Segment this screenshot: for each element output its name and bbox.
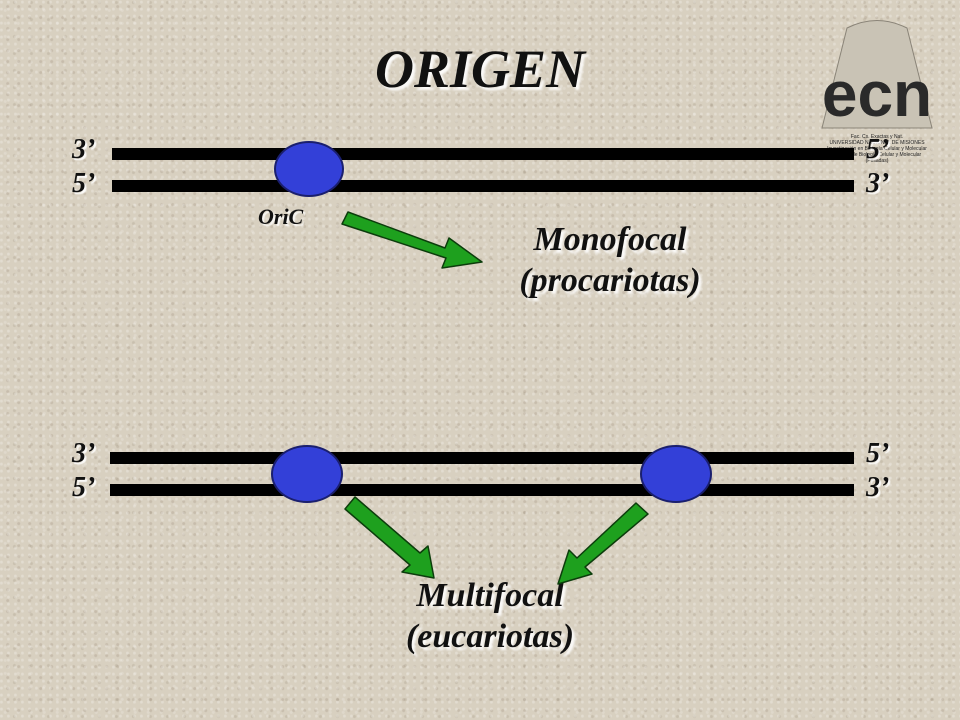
- strand-end-label: 3’: [72, 134, 96, 165]
- caption-line: (procariotas): [519, 261, 701, 299]
- strand-end-label: 5’: [72, 472, 96, 503]
- arrow-icon: [557, 502, 649, 585]
- replication-origin: [640, 445, 712, 503]
- monofocal-caption: Monofocal (procariotas): [480, 220, 740, 302]
- arrow-icon: [341, 211, 483, 269]
- strand-end-label: 3’: [866, 168, 890, 199]
- replication-origin: [274, 141, 344, 197]
- logo-letters: ecn: [822, 58, 932, 130]
- strand-end-label: 5’: [72, 168, 96, 199]
- caption-line: (eucariotas): [405, 617, 575, 655]
- logo-line: Investigación en Biología Celular y Mole…: [827, 146, 927, 152]
- logo-line: Fac. Cs. Exactas y Nat.: [850, 134, 904, 140]
- caption-line: Monofocal: [533, 221, 687, 258]
- multifocal-caption: Multifocal (eucariotas): [370, 576, 610, 658]
- page-title: ORIGEN: [374, 39, 586, 99]
- logo-line: Cátedra de Biología Celular y Molecular: [832, 152, 922, 158]
- logo-line: (Posadas): [865, 158, 889, 164]
- caption-line: Multifocal: [416, 577, 564, 614]
- logo-caption: Fac. Cs. Exactas y Nat. UNIVERSIDAD NACI…: [812, 134, 942, 164]
- ecn-logo: ecn: [821, 20, 933, 130]
- strand-end-label: 3’: [72, 438, 96, 469]
- replication-origin: [271, 445, 343, 503]
- strand-end-label: 5’: [866, 134, 890, 165]
- arrow-icon: [344, 496, 435, 579]
- oric-label: OriC: [258, 204, 304, 229]
- strand-end-label: 3’: [866, 472, 890, 503]
- strand-end-label: 5’: [866, 438, 890, 469]
- logo-line: UNIVERSIDAD NACIONAL DE MISIONES: [829, 140, 925, 146]
